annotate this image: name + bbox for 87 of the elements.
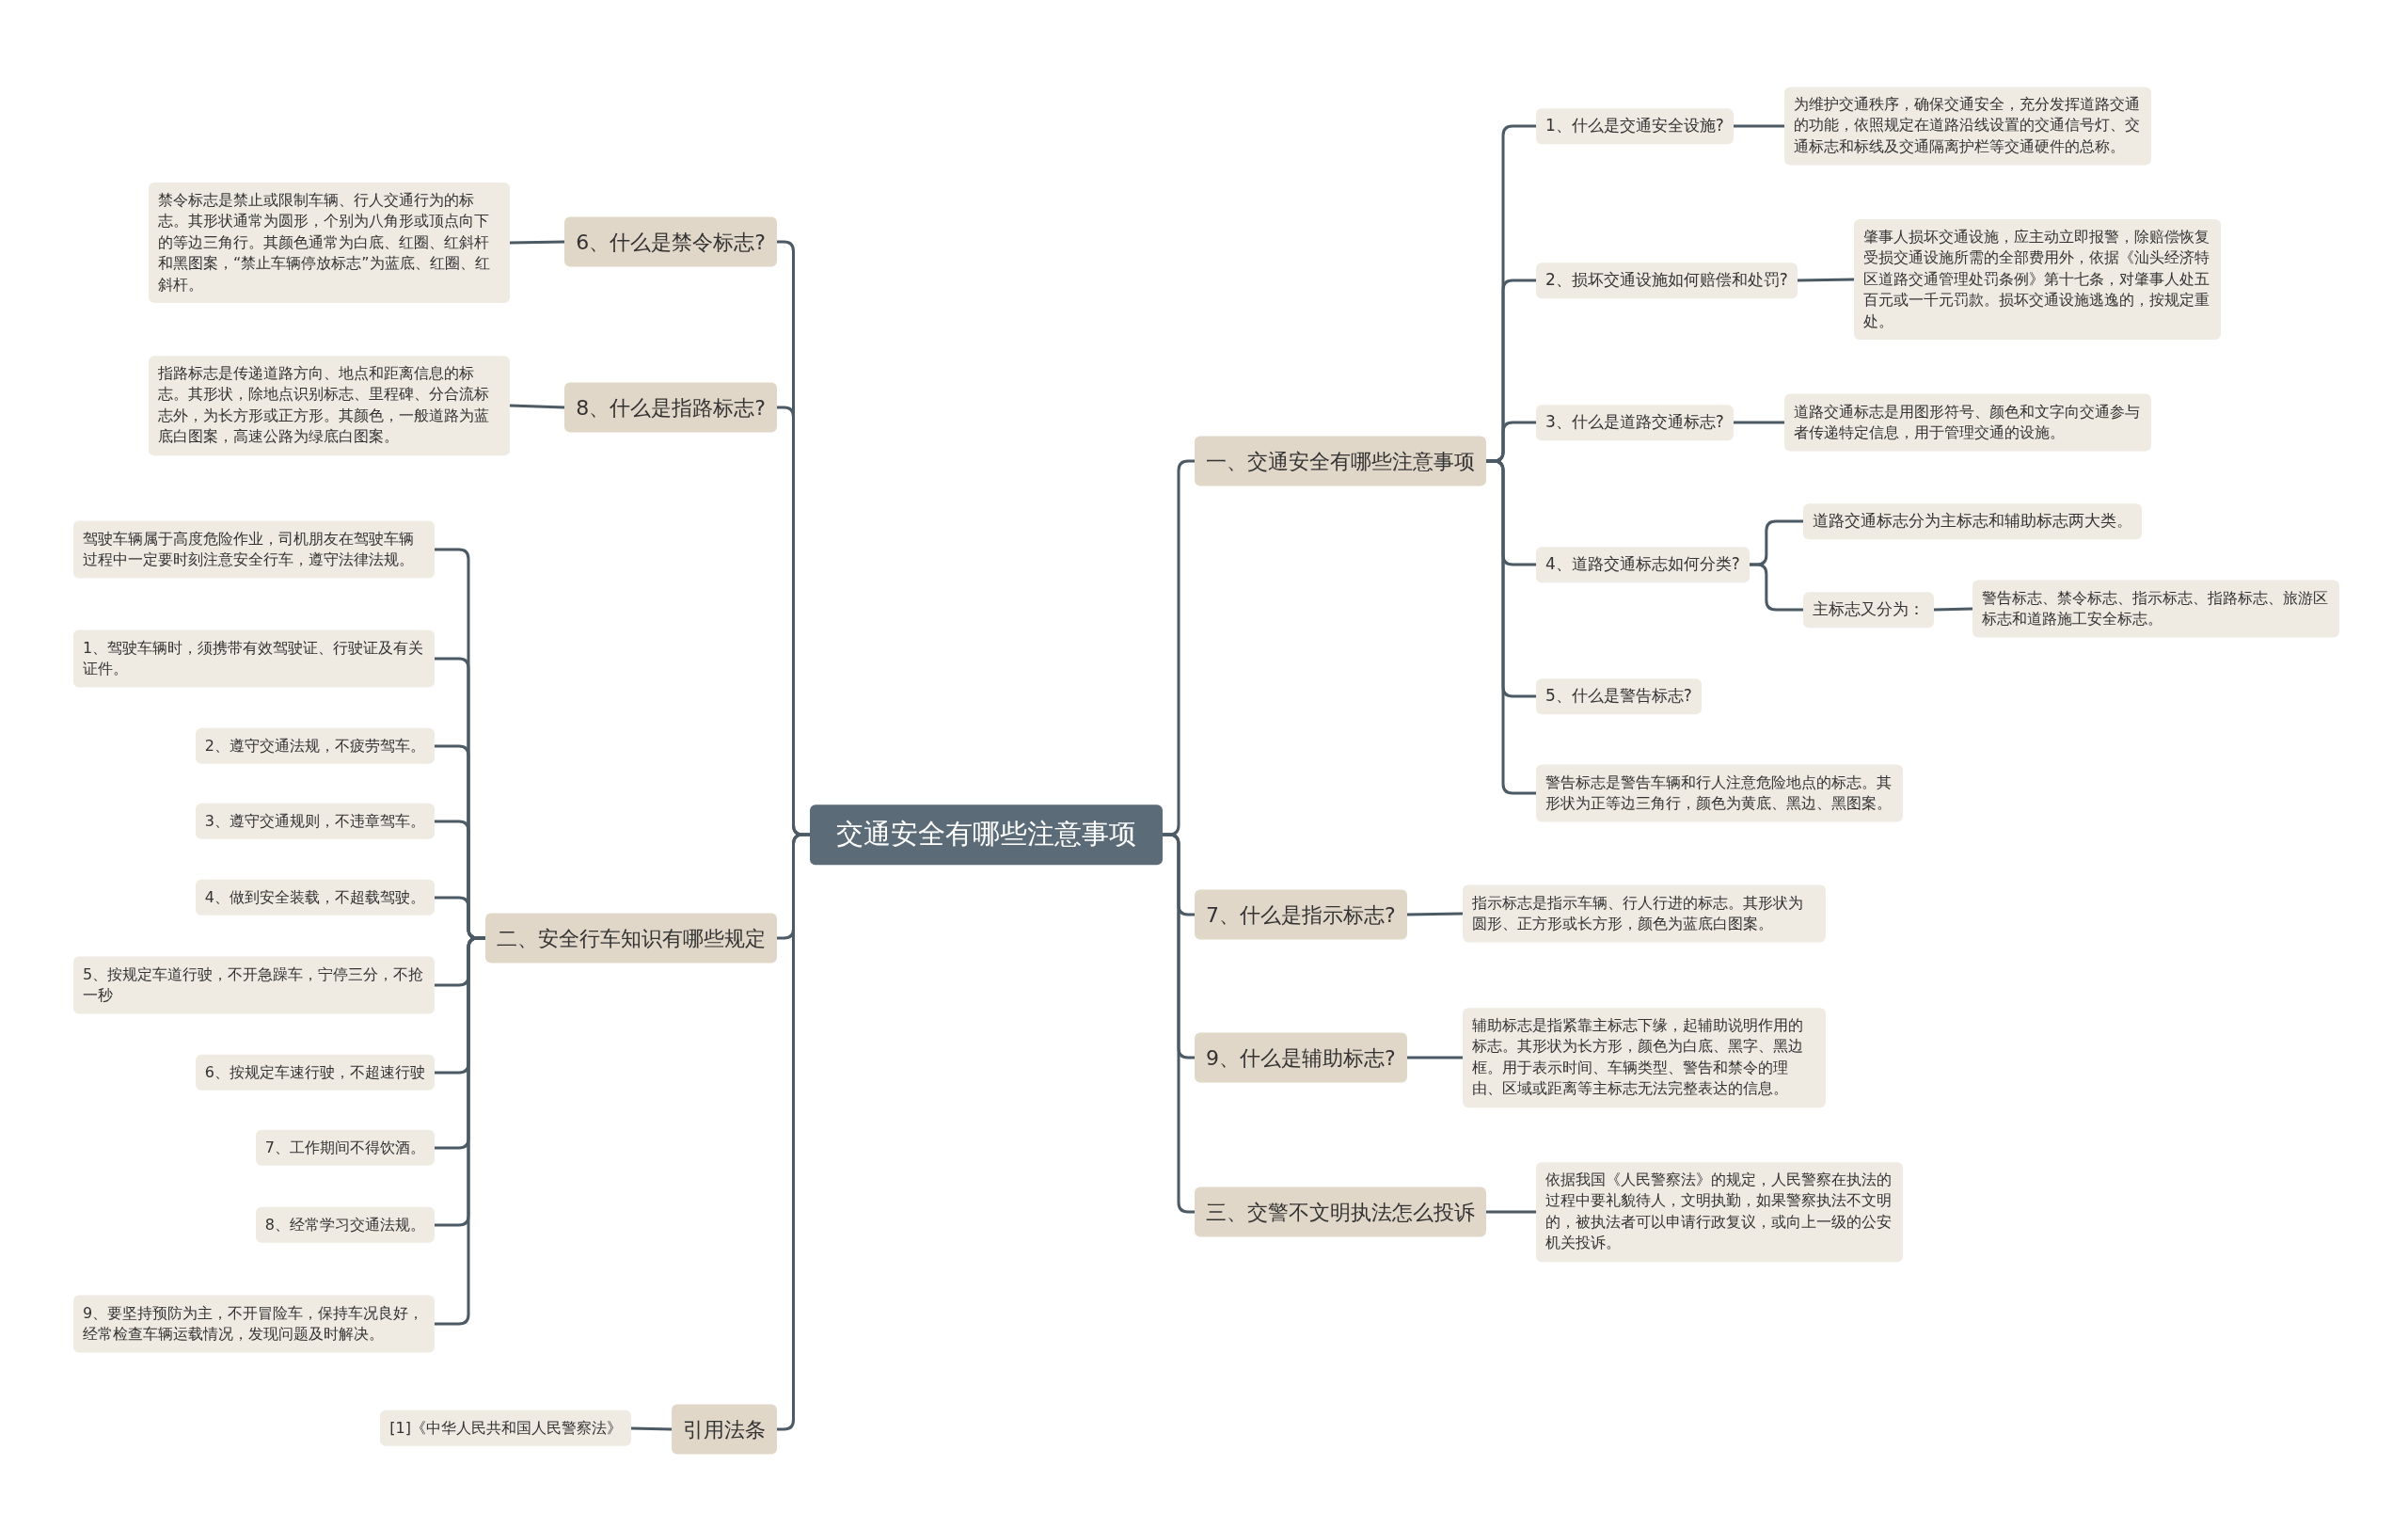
- topic-text: 1、什么是交通安全设施?: [1545, 115, 1724, 137]
- connector-line: [435, 936, 485, 1326]
- subtopic-box: [1803, 503, 2142, 539]
- topic-text: 3、什么是道路交通标志?: [1545, 411, 1724, 434]
- connector-line: [1406, 912, 1464, 916]
- note-box: [73, 956, 435, 1014]
- topic-text: 5、什么是警告标志?: [1545, 685, 1692, 708]
- note-box: [1463, 1008, 1826, 1107]
- subtopic-box: [1536, 678, 1702, 714]
- note-box: [255, 1129, 435, 1167]
- topic-text: 引用法条: [683, 1416, 766, 1443]
- topic-text: 依据我国《人民警察法》的规定，人民警察在执法的过程中要礼貌待人，文明执勤，如果警察执法不文明的，被执法者可以申请行政复议，或向上一级的公安机关投诉。: [1545, 1170, 1893, 1254]
- connector-line: [1933, 607, 1973, 612]
- topic-text: 5、按规定车道行驶，不开急躁车，宁停三分，不抢一秒: [83, 964, 425, 1006]
- connector-line: [509, 404, 565, 409]
- note-box: [195, 1054, 435, 1091]
- topic-text: 7、工作期间不得饮酒。: [264, 1137, 425, 1158]
- topic-text: 二、安全行车知识有哪些规定: [497, 925, 766, 952]
- topic-text: 8、经常学习交通法规。: [264, 1214, 425, 1235]
- topic-text: 道路交通标志是用图形符号、颜色和文字向交通参与者传递特定信息，用于管理交通的设施。: [1794, 401, 2141, 443]
- topic-text: 肇事人损坏交通设施，应主动立即报警，除赔偿恢复受损交通设施所需的全部费用外，依据《汕头经济特区道路交通管理处罚条例》第十七条，对肇事人处五百元或一千元罚款。损坏交通设施逃逸的，按规定重处。: [1863, 227, 2210, 332]
- note-box: [73, 629, 435, 688]
- branch-topic: [1195, 889, 1407, 940]
- topic-text: 为维护交通秩序，确保交通安全，充分发挥道路交通的功能，依照规定在道路沿线设置的交通信号灯、交通标志和标线及交通隔离护栏等交通硬件的总称。: [1794, 94, 2141, 158]
- connector-line: [1486, 1210, 1536, 1214]
- connector-line: [1733, 421, 1784, 424]
- note-box: [149, 356, 510, 455]
- topic-text: 道路交通标志分为主标志和辅助标志两大类。: [1813, 510, 2132, 533]
- topic-text: 2、损坏交通设施如何赔偿和处罚?: [1545, 269, 1788, 292]
- topic-text: 7、什么是指示标志?: [1206, 901, 1396, 929]
- note-box: [195, 879, 435, 916]
- topic-text: 6、什么是禁令标志?: [576, 229, 766, 256]
- topic-text: 指路标志是传递道路方向、地点和距离信息的标志。其形状，除地点识别标志、里程碑、分合流标志外，为长方形或正方形。其颜色，一般道路为蓝底白图案，高速公路为绿底白图案。: [158, 363, 490, 448]
- topic-text: 交通安全有哪些注意事项: [835, 817, 1137, 852]
- topic-text: 8、什么是指路标志?: [576, 394, 766, 422]
- topic-text: [1]《中华人民共和国人民警察法》: [389, 1417, 622, 1439]
- branch-topic: [1195, 1187, 1486, 1237]
- note-box: [380, 1410, 631, 1447]
- topic-text: 9、什么是辅助标志?: [1206, 1044, 1396, 1072]
- note-box: [73, 1295, 435, 1353]
- topic-text: 辅助标志是指紧靠主标志下缘，起辅助说明作用的标志。其形状为长方形，颜色为白底、黑字、黑边框。用于表示时间、车辆类型、警告和禁令的理由、区域或距离等主标志无法完整表达的信息。: [1472, 1015, 1804, 1100]
- branch-topic: [1195, 1032, 1407, 1083]
- central-topic: [810, 804, 1163, 865]
- connector-line: [1733, 124, 1784, 128]
- topic-text: 4、道路交通标志如何分类?: [1545, 553, 1740, 576]
- topic-text: 警告标志是警告车辆和行人注意危险地点的标志。其形状为正等边三角行，颜色为黄底、黑边、黑图案。: [1545, 772, 1893, 814]
- subtopic-box: [1803, 592, 1934, 628]
- topic-text: 三、交警不文明执法怎么投诉: [1206, 1199, 1475, 1226]
- branch-topic: [1195, 436, 1486, 486]
- subtopic-box: [1536, 405, 1734, 440]
- topic-text: 指示标志是指示车辆、行人行进的标志。其形状为圆形、正方形或长方形，颜色为蓝底白图案。: [1472, 892, 1804, 934]
- topic-text: 一、交通安全有哪些注意事项: [1206, 448, 1475, 475]
- note-box: [1972, 580, 2339, 638]
- branch-topic: [564, 382, 777, 433]
- connector-line: [1163, 833, 1195, 1214]
- note-box: [149, 183, 510, 303]
- note-box: [195, 803, 435, 840]
- note-box: [1784, 393, 2151, 452]
- note-box: [1854, 219, 2221, 340]
- note-box: [73, 520, 435, 579]
- subtopic-box: [1536, 108, 1734, 144]
- topic-text: 9、要坚持预防为主，不开冒险车，保持车况良好，经常检查车辆运载情况，发现问题及时解决。: [83, 1302, 425, 1345]
- topic-text: 警告标志、禁令标志、指示标志、指路标志、旅游区标志和道路施工安全标志。: [1982, 587, 2329, 629]
- branch-topic: [672, 1404, 777, 1455]
- topic-text: 4、做到安全装载，不超载驾驶。: [204, 886, 425, 908]
- topic-text: 禁令标志是禁止或限制车辆、行人交通行为的标志。其形状通常为圆形，个别为八角形或顶点向下的等边三角行。其颜色通常为白底、红圈、红斜杆和黑图案，“禁止车辆停放标志”为蓝底、红圈、红斜杆。: [158, 190, 491, 295]
- connector-line: [1749, 563, 1803, 612]
- note-box: [1463, 884, 1826, 943]
- topic-text: 2、遵守交通法规，不疲劳驾车。: [204, 735, 425, 757]
- topic-text: 驾驶车辆属于高度危险作业，司机朋友在驾驶车辆过程中一定要时刻注意安全行车，遵守法律法规。: [83, 528, 415, 570]
- branch-topic: [485, 913, 777, 964]
- note-box: [1784, 87, 2151, 166]
- subtopic-box: [1536, 547, 1750, 582]
- note-box: [255, 1206, 435, 1244]
- branch-topic: [564, 216, 777, 267]
- topic-text: 1、驾驶车辆时，须携带有效驾驶证、行驶证及有关证件。: [83, 637, 425, 679]
- note-box: [1536, 1162, 1903, 1262]
- subtopic-box: [1536, 263, 1798, 298]
- note-box: [1536, 764, 1903, 822]
- connector-line: [1406, 1056, 1463, 1059]
- connector-line: [509, 240, 565, 245]
- connector-line: [630, 1426, 673, 1431]
- topic-text: 3、遵守交通规则，不违章驾车。: [204, 810, 425, 832]
- note-box: [195, 727, 435, 765]
- topic-text: 主标志又分为：: [1813, 598, 1925, 621]
- topic-text: 6、按规定车速行驶，不超速行驶: [204, 1061, 425, 1083]
- connector-line: [1797, 278, 1855, 282]
